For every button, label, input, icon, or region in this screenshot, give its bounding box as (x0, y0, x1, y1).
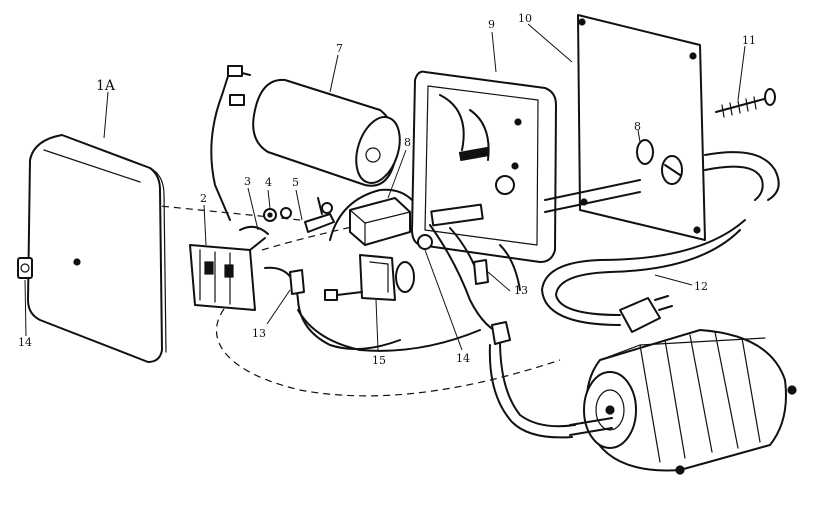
callout-plate: 10 (518, 12, 532, 25)
relay-part (349, 197, 411, 246)
switch-box-part (411, 70, 557, 263)
callout-box: 9 (488, 18, 495, 31)
callout-grommet-right: 14 (456, 352, 470, 365)
callout-screw: 11 (742, 34, 756, 47)
callout-cover: 1A (96, 78, 116, 94)
wire-connectors (289, 259, 511, 345)
callout-switch: 2 (200, 192, 207, 205)
callout-bolt: 5 (292, 176, 299, 189)
callout-connector-right: 13 (514, 284, 528, 297)
cover-part (17, 134, 167, 363)
callout-capacitor: 7 (336, 42, 343, 55)
leader-lines (24, 23, 746, 351)
callout-grommet-plate: 8 (634, 120, 641, 133)
callout-clip: 3 (244, 175, 251, 188)
callout-grommet-left: 14 (18, 336, 32, 349)
switch-part (189, 237, 266, 311)
motor-part (569, 329, 797, 475)
callout-cord: 12 (694, 280, 708, 293)
hardware-parts (239, 197, 335, 235)
callout-labels: 1A 2 3 4 5 7 8 9 10 11 12 13 13 15 14 14… (18, 12, 756, 367)
callout-nut: 4 (265, 176, 272, 189)
cover-grommet (17, 257, 33, 279)
mounting-plate-part (544, 14, 706, 241)
thermal-protector-part (324, 254, 415, 301)
callout-connector-left: 13 (252, 327, 266, 340)
capacitor-part (210, 65, 401, 221)
conduit-part (704, 151, 780, 201)
callout-thermal: 15 (372, 354, 386, 367)
screw-part (715, 88, 776, 118)
callout-relay: 8 (404, 136, 411, 149)
power-cord-part (541, 219, 746, 333)
